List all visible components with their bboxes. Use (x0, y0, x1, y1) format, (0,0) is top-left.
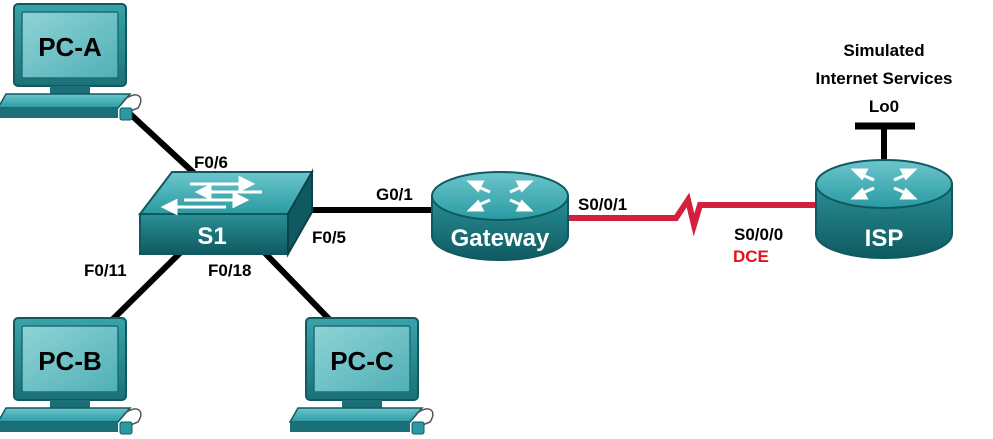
switch-s1-label: S1 (197, 223, 226, 250)
interface-label-f0-18: F0/18 (208, 261, 251, 280)
pc-c-device[interactable]: PC-C (288, 317, 434, 435)
router-icon (815, 159, 953, 259)
interface-label-f0-11: F0/11 (84, 261, 127, 280)
interface-label-s0-0-0: S0/0/0 (734, 225, 783, 244)
isp-label: ISP (865, 225, 904, 252)
interface-label-f0-6: F0/6 (194, 153, 228, 172)
internet-services-line1: Simulated (843, 41, 924, 60)
serial-link-gateway-isp (568, 192, 816, 237)
pc-icon (0, 3, 142, 121)
router-icon (431, 171, 569, 261)
internet-services-line2: Internet Services (815, 69, 952, 88)
pc-icon (288, 317, 434, 435)
link-pcc-s1 (259, 247, 333, 323)
gateway-label: Gateway (451, 225, 550, 252)
pc-b-label: PC-B (38, 346, 102, 376)
switch-icon (137, 168, 314, 258)
interface-label-s0-0-1: S0/0/1 (578, 195, 627, 214)
pc-a-label: PC-A (38, 32, 102, 62)
gateway-router-device[interactable]: Gateway (431, 171, 569, 261)
pc-c-label: PC-C (330, 346, 394, 376)
pc-icon (0, 317, 142, 435)
pc-a-device[interactable]: PC-A (0, 3, 142, 121)
interface-label-f0-5: F0/5 (312, 228, 346, 247)
isp-router-device[interactable]: ISP (815, 159, 953, 259)
interface-labels: F0/6 F0/11 F0/18 F0/5 G0/1 S0/0/1 S0/0/0… (84, 41, 953, 280)
interface-label-lo0: Lo0 (869, 97, 899, 116)
pc-b-device[interactable]: PC-B (0, 317, 142, 435)
interface-label-g0-1: G0/1 (376, 185, 413, 204)
link-pcb-s1 (109, 247, 186, 323)
switch-s1-device[interactable]: S1 (137, 168, 314, 258)
dce-label: DCE (733, 247, 769, 266)
